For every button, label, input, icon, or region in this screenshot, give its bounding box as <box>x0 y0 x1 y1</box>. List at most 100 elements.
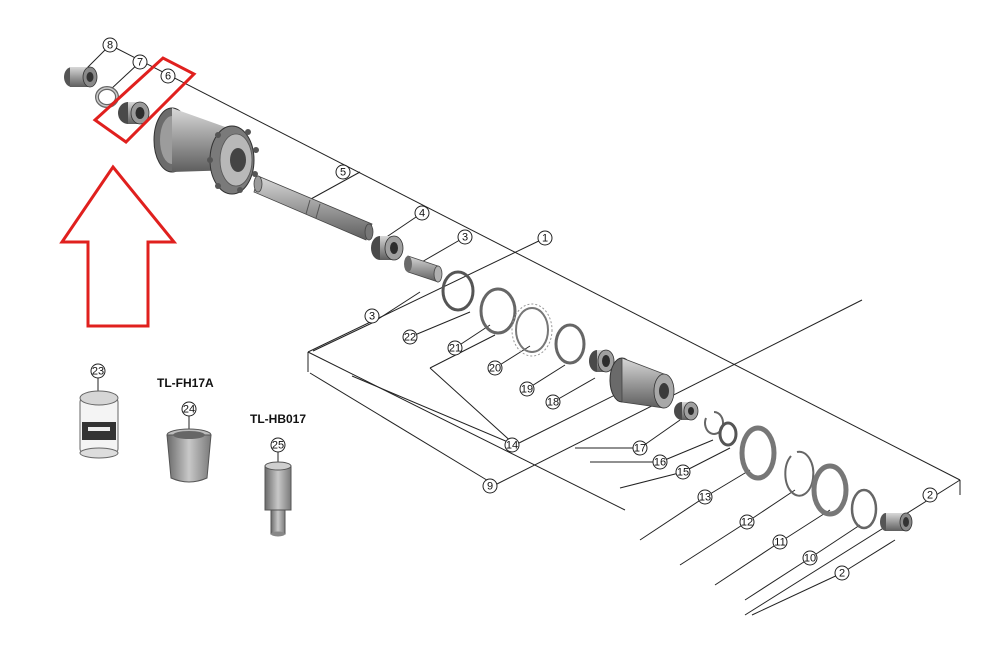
callout-25: 25 <box>270 437 286 453</box>
callout-14: 14 <box>504 437 520 453</box>
callout-circle <box>364 308 380 324</box>
callout-circle <box>675 464 691 480</box>
part-24-tool-fh17a <box>166 416 212 483</box>
callout-circle <box>632 440 648 456</box>
callout-number: 12 <box>741 517 753 529</box>
part-25-tool-hb017 <box>264 452 292 537</box>
callout-6: 6 <box>160 68 176 84</box>
callout-20: 20 <box>487 360 503 376</box>
callout-number: 6 <box>165 71 171 83</box>
callout-3: 3 <box>364 308 380 324</box>
callout-circle <box>739 514 755 530</box>
callout-number: 15 <box>677 467 689 479</box>
callout-19: 19 <box>519 381 535 397</box>
callout-13: 13 <box>697 489 713 505</box>
part-15-ring <box>718 421 738 447</box>
callout-23: 23 <box>90 363 106 379</box>
callout-4: 4 <box>414 205 430 221</box>
callout-circle <box>537 230 553 246</box>
callout-16: 16 <box>652 454 668 470</box>
callout-number: 3 <box>369 311 375 323</box>
callout-circle <box>335 164 351 180</box>
part-7-seal-ring <box>95 86 119 108</box>
callout-circle <box>487 360 503 376</box>
callout-number: 13 <box>699 492 711 504</box>
callout-number: 10 <box>804 553 816 565</box>
callout-number: 5 <box>340 167 346 179</box>
callout-11: 11 <box>772 534 788 550</box>
part-5-axle <box>253 175 374 241</box>
callout-circle <box>519 381 535 397</box>
callout-number: 23 <box>92 366 104 378</box>
callout-2: 2 <box>922 487 938 503</box>
callout-circle <box>270 437 286 453</box>
part-19-ring <box>554 323 586 365</box>
callout-number: 8 <box>107 40 113 52</box>
callout-circle <box>697 489 713 505</box>
part-20-ratchet-spring <box>511 303 553 357</box>
frame-lines <box>84 44 961 616</box>
callout-circle <box>504 437 520 453</box>
callout-22: 22 <box>402 329 418 345</box>
up-arrow <box>59 164 178 328</box>
part-10-ring <box>850 488 878 530</box>
part-13-seal <box>739 425 777 481</box>
callout-10: 10 <box>802 550 818 566</box>
callout-number: 18 <box>547 397 559 409</box>
part-4-bearing <box>371 235 404 261</box>
callout-number: 21 <box>449 343 461 355</box>
part-11-seal <box>811 463 849 517</box>
callout-number: 19 <box>521 384 533 396</box>
callout-number: 24 <box>183 404 195 416</box>
callout-circle <box>772 534 788 550</box>
callout-3: 3 <box>457 229 473 245</box>
callout-circle <box>922 487 938 503</box>
callout-5: 5 <box>335 164 351 180</box>
callout-8: 8 <box>102 37 118 53</box>
part-22-ring <box>441 270 475 312</box>
callout-number: 22 <box>404 332 416 344</box>
callout-18: 18 <box>545 394 561 410</box>
callout-number: 7 <box>137 57 143 69</box>
callout-circle <box>90 363 106 379</box>
callout-circle <box>482 478 498 494</box>
callout-number: 9 <box>487 481 493 493</box>
part-3-spacer <box>404 255 443 283</box>
callout-circle <box>652 454 668 470</box>
callout-number: 1 <box>542 233 548 245</box>
callout-circle <box>402 329 418 345</box>
callout-21: 21 <box>447 340 463 356</box>
part-8-end-cap <box>64 66 98 88</box>
callout-number: 2 <box>839 568 845 580</box>
callout-12: 12 <box>739 514 755 530</box>
callout-number: 25 <box>272 440 284 452</box>
part-2-end-cap <box>880 512 913 532</box>
callout-number: 20 <box>489 363 501 375</box>
part-23-grease-jar <box>79 378 119 459</box>
callout-17: 17 <box>632 440 648 456</box>
callout-circle <box>457 229 473 245</box>
hub-body <box>153 107 259 195</box>
callout-number: 3 <box>462 232 468 244</box>
callout-circle <box>181 401 197 417</box>
callout-2: 2 <box>834 565 850 581</box>
highlight-box <box>92 56 197 144</box>
callout-number: 4 <box>419 208 425 220</box>
callout-number: 17 <box>634 443 646 455</box>
callout-circle <box>802 550 818 566</box>
callout-circle <box>834 565 850 581</box>
part-12-circlip <box>784 450 815 497</box>
callout-circle <box>102 37 118 53</box>
callout-number: 11 <box>774 537 785 549</box>
tool-label-fh17a: TL-FH17A <box>157 376 214 390</box>
callout-24: 24 <box>181 401 197 417</box>
callout-circle <box>132 54 148 70</box>
part-18-bearing <box>589 349 615 373</box>
callout-circle <box>414 205 430 221</box>
callout-circle <box>545 394 561 410</box>
callout-15: 15 <box>675 464 691 480</box>
callout-group: 1223345678910111213141516171819202122232… <box>90 37 938 581</box>
callout-number: 2 <box>927 490 933 502</box>
